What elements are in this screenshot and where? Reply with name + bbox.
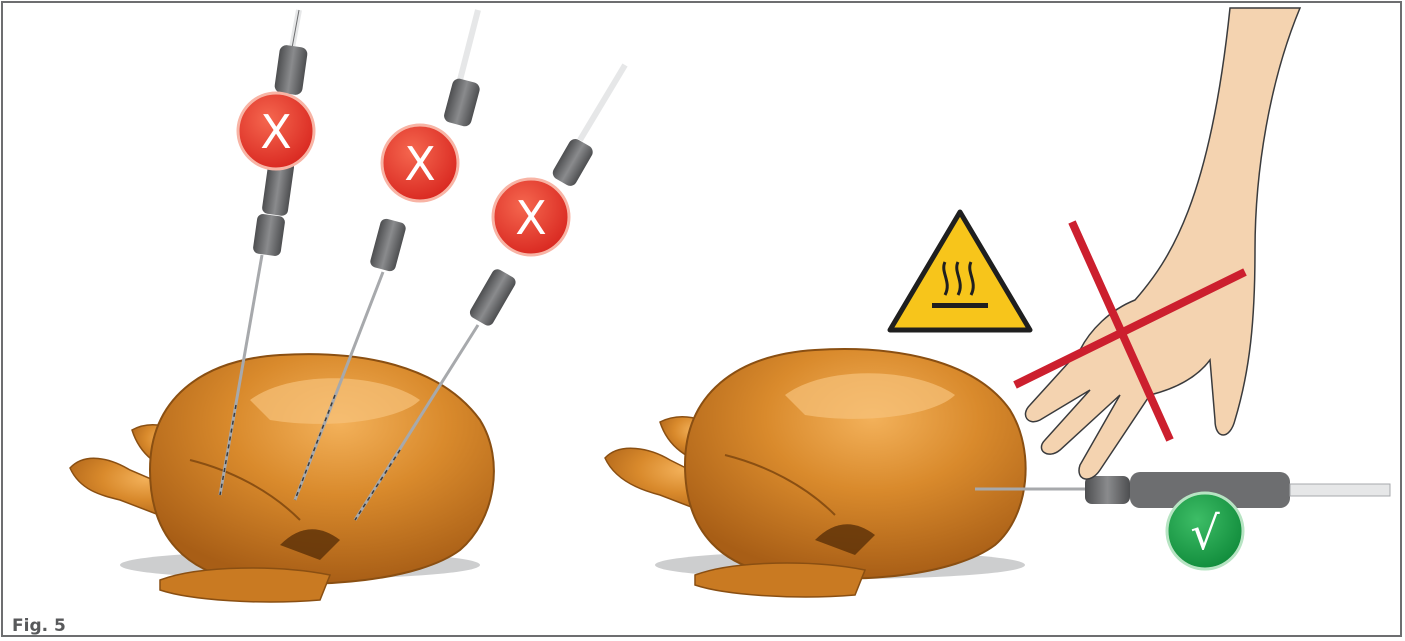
wrong-badge-3-text: X — [515, 191, 547, 245]
wrong-badge-1: X — [238, 93, 314, 169]
wrong-badge-2-text: X — [404, 137, 436, 191]
right-badge-text: √ — [1190, 506, 1220, 560]
wrong-badge-3: X — [493, 179, 569, 255]
figure-caption: Fig. 5 — [12, 616, 66, 636]
right-turkey — [605, 349, 1026, 597]
hot-surface-warning-icon — [890, 212, 1030, 330]
hand — [1025, 8, 1300, 479]
wrong-badge-1-text: X — [260, 105, 292, 159]
right-badge: √ — [1167, 493, 1243, 569]
left-turkey — [70, 354, 494, 602]
wrong-badge-2: X — [382, 125, 458, 201]
